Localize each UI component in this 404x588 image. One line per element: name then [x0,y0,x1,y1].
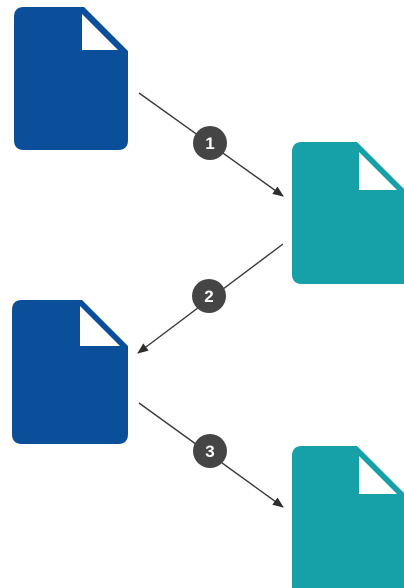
step-badge-circle [193,126,227,160]
document-fold [82,14,118,50]
document-body [292,446,404,588]
document-icon [292,446,404,588]
document-fold [359,152,397,190]
step-badge-circle [192,279,226,313]
step-badge: 3 [193,434,227,468]
step-number: 3 [205,442,214,461]
step-badge-circle [193,434,227,468]
step-badge: 1 [193,126,227,160]
document-icon [12,300,128,444]
document-body [292,142,404,284]
document-body [12,300,128,444]
document-body [14,7,128,150]
document-fold [80,306,120,346]
step-number: 2 [204,287,213,306]
document-icon [14,7,128,150]
document-icon [292,142,404,284]
step-number: 1 [205,134,214,153]
step-badge: 2 [192,279,226,313]
document-fold [359,456,397,494]
